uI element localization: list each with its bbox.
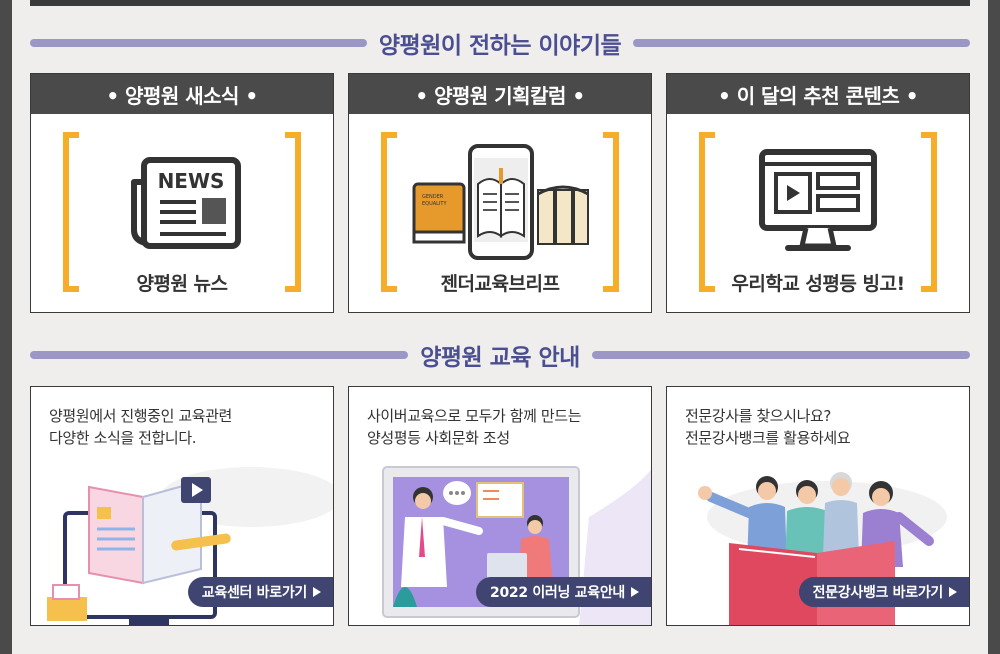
stories-heading: 양평원이 전하는 이야기들 [30,28,970,59]
play-arrow-icon [949,587,957,597]
bracket-left-icon [381,132,397,292]
edu-card-elearning-text: 사이버교육으로 모두가 함께 만드는 양성평등 사회문화 조성 [367,407,582,447]
learning-illustration [47,467,333,625]
bracket-right-icon [285,132,301,292]
education-heading: 양평원 교육 안내 [30,340,970,371]
monitor-content-icon [759,149,877,251]
play-arrow-icon [313,587,321,597]
newspaper-icon: NEWS [131,157,241,249]
edu-card-instructor[interactable]: 전문강사를 찾으시나요? 전문강사뱅크를 활용하세요 전문강사뱅크 바로가기 [666,386,970,626]
card-column[interactable]: • 양평원 기획칼럼 • GENDER EQUALITY 젠더교육브리프 [348,73,652,313]
edu-card-center-text: 양평원에서 진행중인 교육관련 다양한 소식을 전합니다. [49,407,232,447]
card-recommend[interactable]: • 이 달의 추천 콘텐츠 • 우리학교 성평등 빙고! [666,73,970,313]
bracket-left-icon [699,132,715,292]
bracket-right-icon [921,132,937,292]
svg-text:GENDER: GENDER [422,194,444,200]
card-news-caption: 양평원 뉴스 [136,273,228,295]
edu-card-instructor-text: 전문강사를 찾으시나요? 전문강사뱅크를 활용하세요 [685,407,851,447]
card-recommend-title: • 이 달의 추천 콘텐츠 • [667,74,969,114]
bracket-left-icon [63,132,79,292]
books-phone-icon: GENDER EQUALITY [412,144,589,260]
top-divider [30,0,970,6]
card-news[interactable]: • 양평원 새소식 • NEWS 양평원 뉴스 [30,73,334,313]
card-column-caption: 젠더교육브리프 [440,273,560,295]
edu-card-elearning[interactable]: 사이버교육으로 모두가 함께 만드는 양성평등 사회문화 조성 2022 이러닝… [348,386,652,626]
edu-card-center[interactable]: 양평원에서 진행중인 교육관련 다양한 소식을 전합니다. 교육센터 바로가기 [30,386,334,626]
svg-text:EQUALITY: EQUALITY [422,201,447,207]
bracket-right-icon [603,132,619,292]
edu-elearning-button[interactable]: 2022 이러닝 교육안내 [476,577,651,607]
news-logo-text: NEWS [158,169,225,193]
card-column-title: • 양평원 기획칼럼 • [349,74,651,114]
card-news-title: • 양평원 새소식 • [31,74,333,114]
card-recommend-caption: 우리학교 성평등 빙고! [731,273,905,295]
edu-instructor-button[interactable]: 전문강사뱅크 바로가기 [798,577,969,607]
play-arrow-icon [631,587,639,597]
edu-center-button[interactable]: 교육센터 바로가기 [187,577,333,607]
